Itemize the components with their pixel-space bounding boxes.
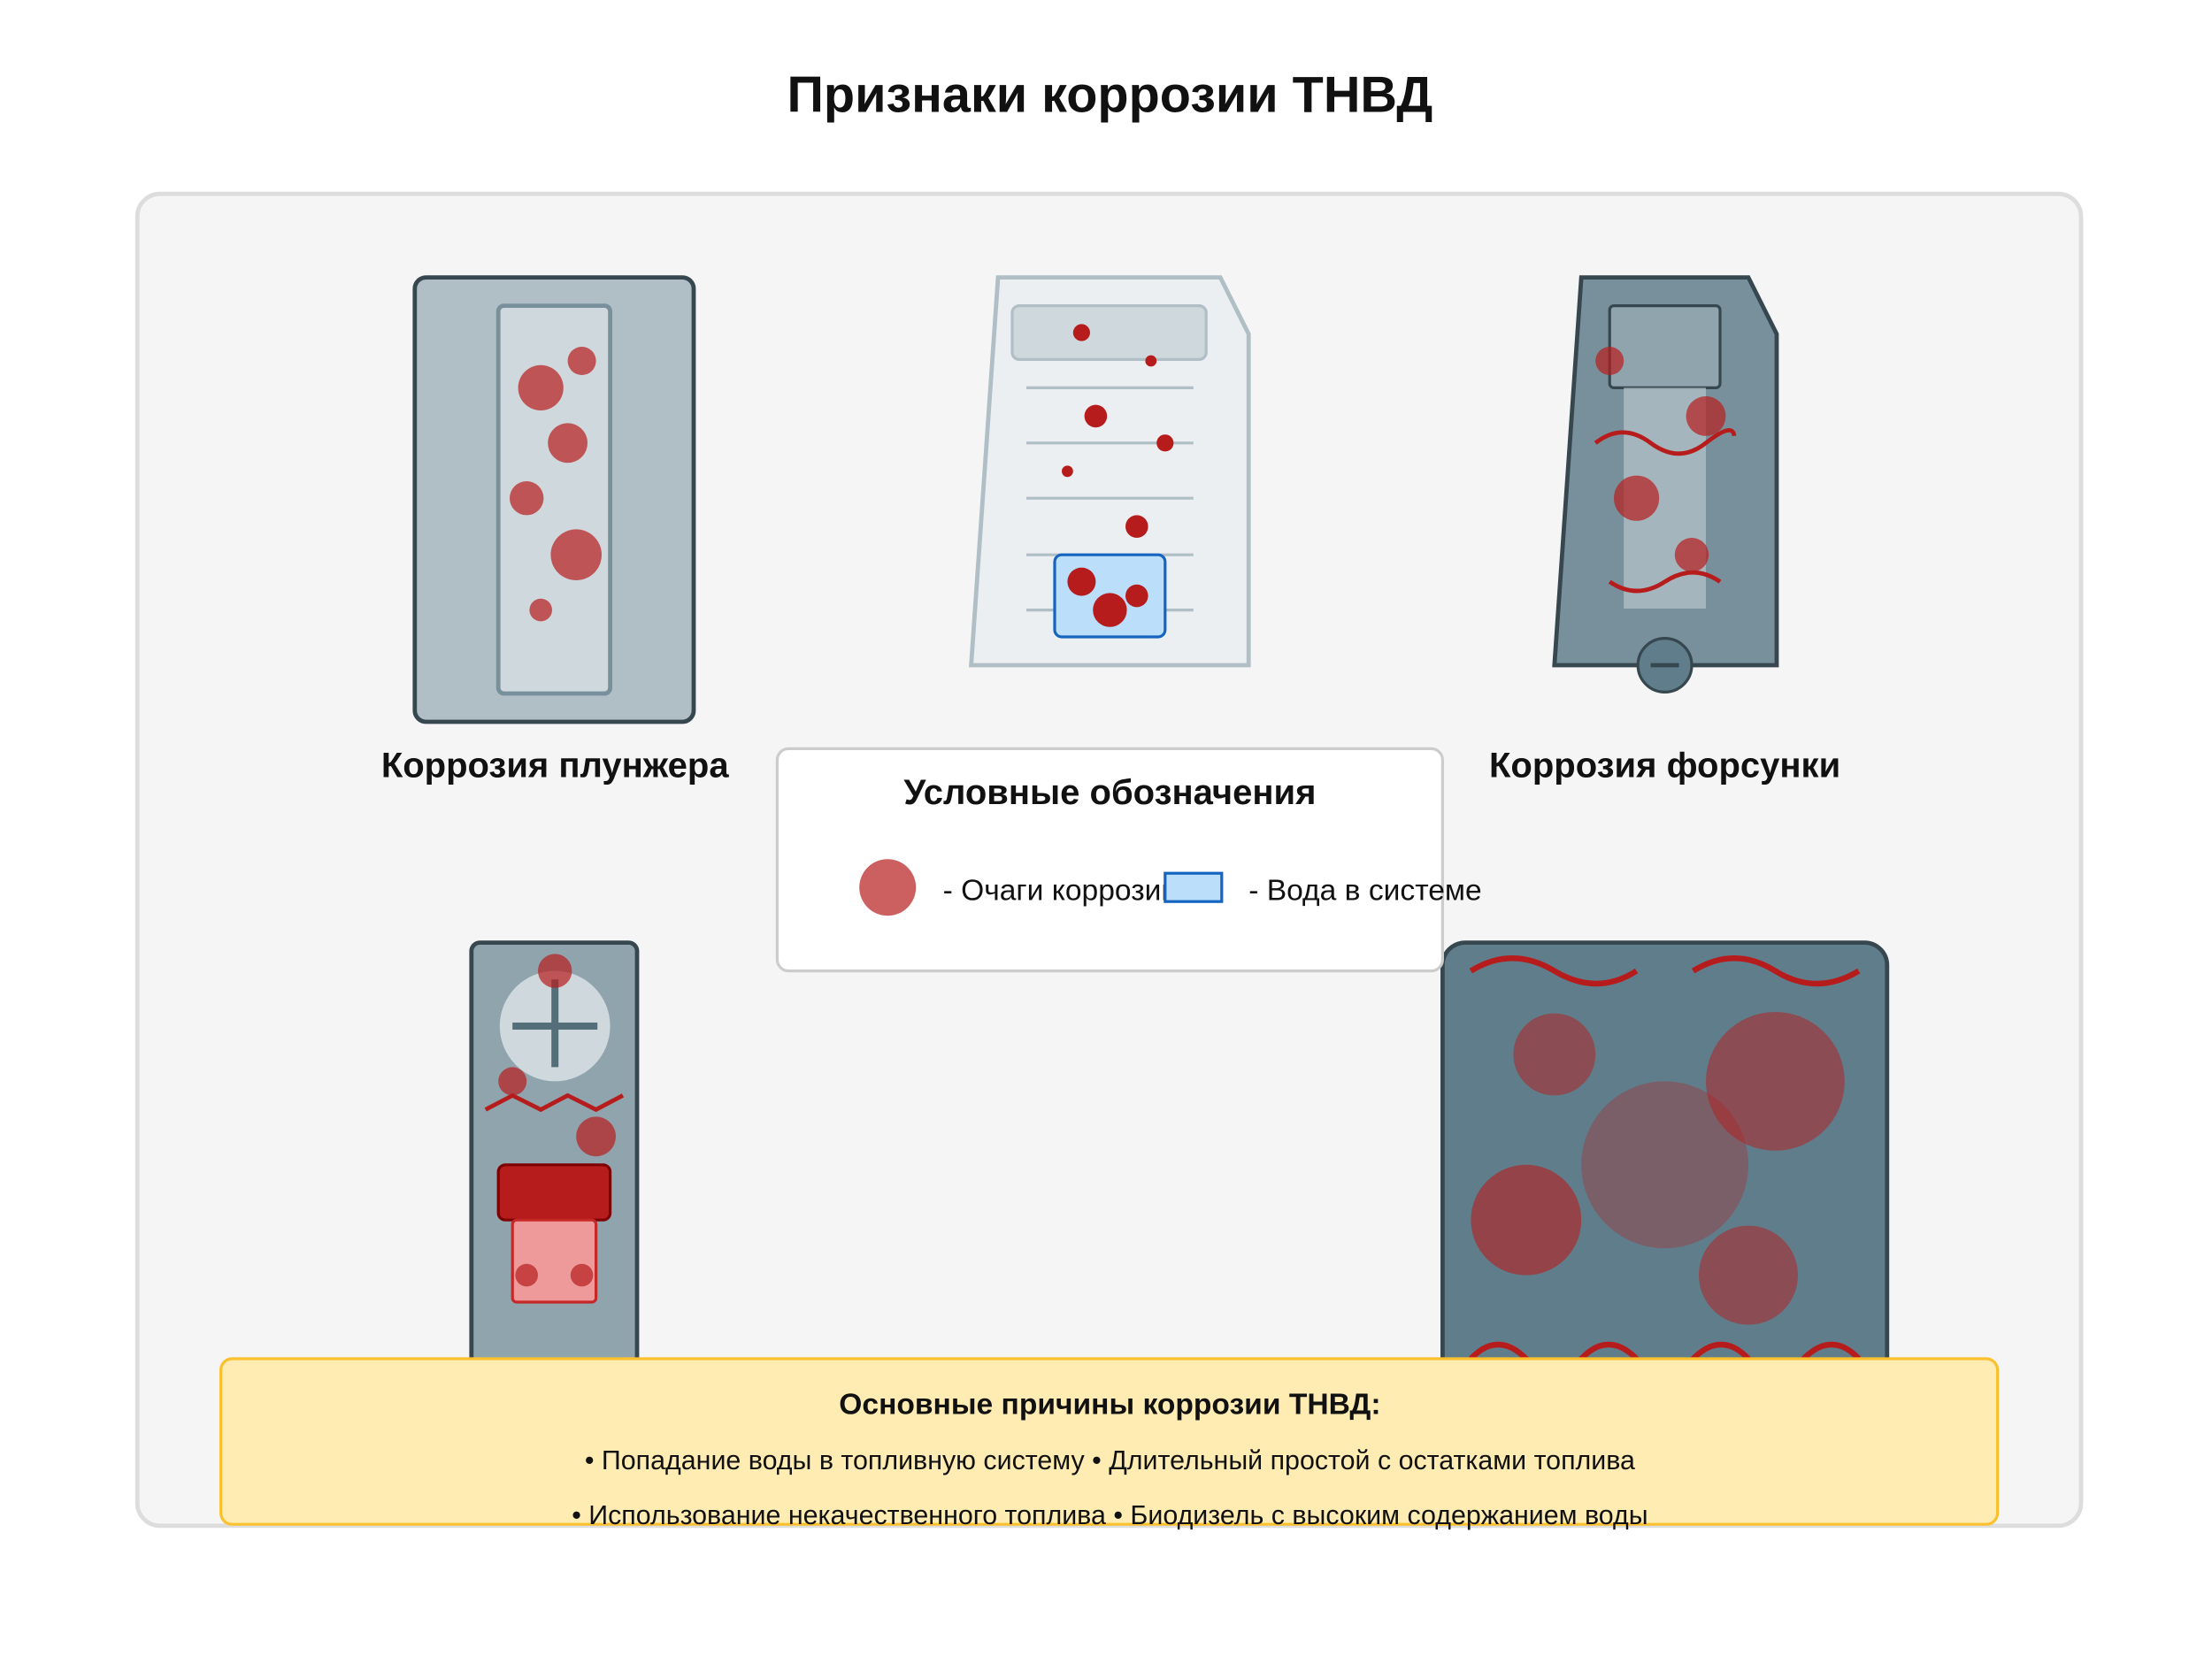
- corrosion-spot: [550, 529, 602, 580]
- corrosion-spot: [510, 481, 544, 516]
- corrosion-spot: [1067, 567, 1096, 596]
- filter-housing: [969, 275, 1251, 668]
- corrosion-spot: [1595, 347, 1624, 375]
- filter-illustration: [969, 275, 1251, 668]
- legend-box: [775, 747, 1445, 973]
- causes-line-1: • Попадание воды в топливную систему • Д…: [585, 1445, 1635, 1475]
- legend-corrosion-label: - Очаги коррозии: [943, 875, 1179, 908]
- housing-corrosion-spots: [1471, 1012, 1845, 1325]
- corrosion-spot: [1699, 1225, 1798, 1325]
- corrosion-spot: [529, 598, 552, 622]
- corrosion-spot: [1471, 1164, 1582, 1276]
- legend-water-swatch: [1164, 871, 1224, 903]
- corrosion-spot: [1674, 538, 1709, 572]
- injector-head: [1608, 304, 1722, 389]
- valve-seat: [496, 1163, 612, 1222]
- housing-illustration: [1440, 940, 1890, 1398]
- corrosion-spot: [1062, 465, 1073, 478]
- corrosion-spot: [498, 1067, 527, 1096]
- corrosion-spot: [570, 1263, 594, 1287]
- legend-water-label: - Вода в системе: [1248, 875, 1482, 908]
- valve-corrosion-spots: [498, 954, 616, 1287]
- corrosion-spot: [1072, 324, 1090, 341]
- corrosion-spot: [1145, 355, 1157, 367]
- injector-corrosion-spots: [1595, 347, 1726, 572]
- corrosion-spot: [1581, 1081, 1748, 1249]
- legend: Условные обозначения - Очаги коррозии - …: [775, 747, 1482, 973]
- corrosion-spot: [538, 954, 572, 988]
- filter-corrosion-spots: [1062, 324, 1174, 627]
- corrosion-spot: [548, 423, 588, 464]
- injector-corrosion-waves: [1594, 428, 1737, 594]
- corrosion-spot: [1686, 396, 1726, 436]
- causes-line-2: • Использование некачественного топлива …: [572, 1500, 1647, 1530]
- corrosion-spot: [515, 1263, 538, 1287]
- causes-box: Основные причины коррозии ТНВД: • Попада…: [219, 1357, 2000, 1530]
- corrosion-spot: [576, 1116, 616, 1157]
- valve-corrosion-wave: [484, 1092, 625, 1113]
- corrosion-spot: [518, 364, 564, 410]
- plunger-illustration: [412, 275, 696, 724]
- legend-title: Условные обозначения: [903, 773, 1316, 812]
- injector-illustration: [1552, 275, 1779, 694]
- corrosion-spot: [1156, 434, 1174, 452]
- corrosion-spot: [1125, 584, 1148, 608]
- corrosion-spot: [1706, 1012, 1845, 1151]
- legend-corrosion-swatch: [859, 859, 917, 916]
- valve-illustration: [469, 940, 640, 1370]
- corrosion-spot: [1513, 1013, 1596, 1096]
- valve-chamber: [511, 1218, 598, 1304]
- corrosion-spot: [1614, 475, 1660, 521]
- filter-cap: [1010, 304, 1208, 361]
- causes-title: Основные причины коррозии ТНВД:: [839, 1388, 1380, 1421]
- corrosion-spot: [567, 347, 596, 375]
- corrosion-spot: [1125, 515, 1148, 538]
- causes-background: [219, 1357, 2000, 1526]
- corrosion-spot: [1093, 593, 1127, 627]
- corrosion-spot: [1084, 404, 1108, 428]
- diagram-title: Признаки коррозии ТНВД: [787, 66, 1433, 123]
- plunger-label: Коррозия плунжера: [381, 746, 730, 785]
- plunger-corrosion-spots: [510, 347, 602, 622]
- injector-label: Коррозия форсунки: [1489, 746, 1840, 785]
